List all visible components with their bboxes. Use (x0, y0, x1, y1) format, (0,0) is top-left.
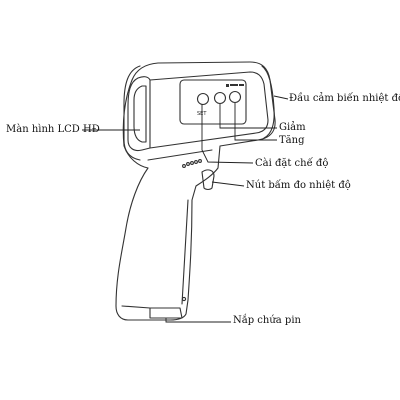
label-decrease: Giảm (279, 122, 306, 133)
head-seam (149, 71, 269, 149)
lcd-screen-shape (127, 76, 151, 152)
decrease-button-icon (213, 91, 227, 105)
base-screw (181, 296, 187, 302)
head-underside (147, 149, 213, 161)
leader-battery (165, 318, 231, 323)
label-increase: Tăng (279, 135, 305, 146)
battery-cover (149, 307, 183, 319)
leader-trigger (211, 181, 245, 187)
label-sensor-head: Đầu cảm biến nhiệt độ (289, 93, 400, 104)
label-trigger: Nút bấm đo nhiệt độ (246, 180, 351, 191)
label-lcd-screen: Màn hình LCD HĐ (6, 124, 100, 135)
leader-decrease (219, 104, 277, 129)
label-mode-settings: Cài đặt chế độ (255, 158, 329, 169)
lcd-screen-inner (133, 85, 147, 143)
leader-settings (201, 104, 254, 164)
base-seam (121, 305, 151, 309)
brand-marking-icon (226, 84, 244, 87)
grip-contour (181, 199, 189, 305)
rear-cap (123, 65, 141, 161)
leader-increase (234, 103, 277, 141)
increase-button-icon (228, 90, 242, 104)
leader-sensor (273, 95, 289, 100)
trigger (201, 169, 215, 191)
set-button-icon (196, 92, 210, 106)
sensor-tip (261, 65, 275, 139)
mode-setting-dots (182, 159, 202, 168)
label-battery-cover: Nắp chứa pin (233, 315, 301, 326)
control-panel (179, 79, 247, 125)
